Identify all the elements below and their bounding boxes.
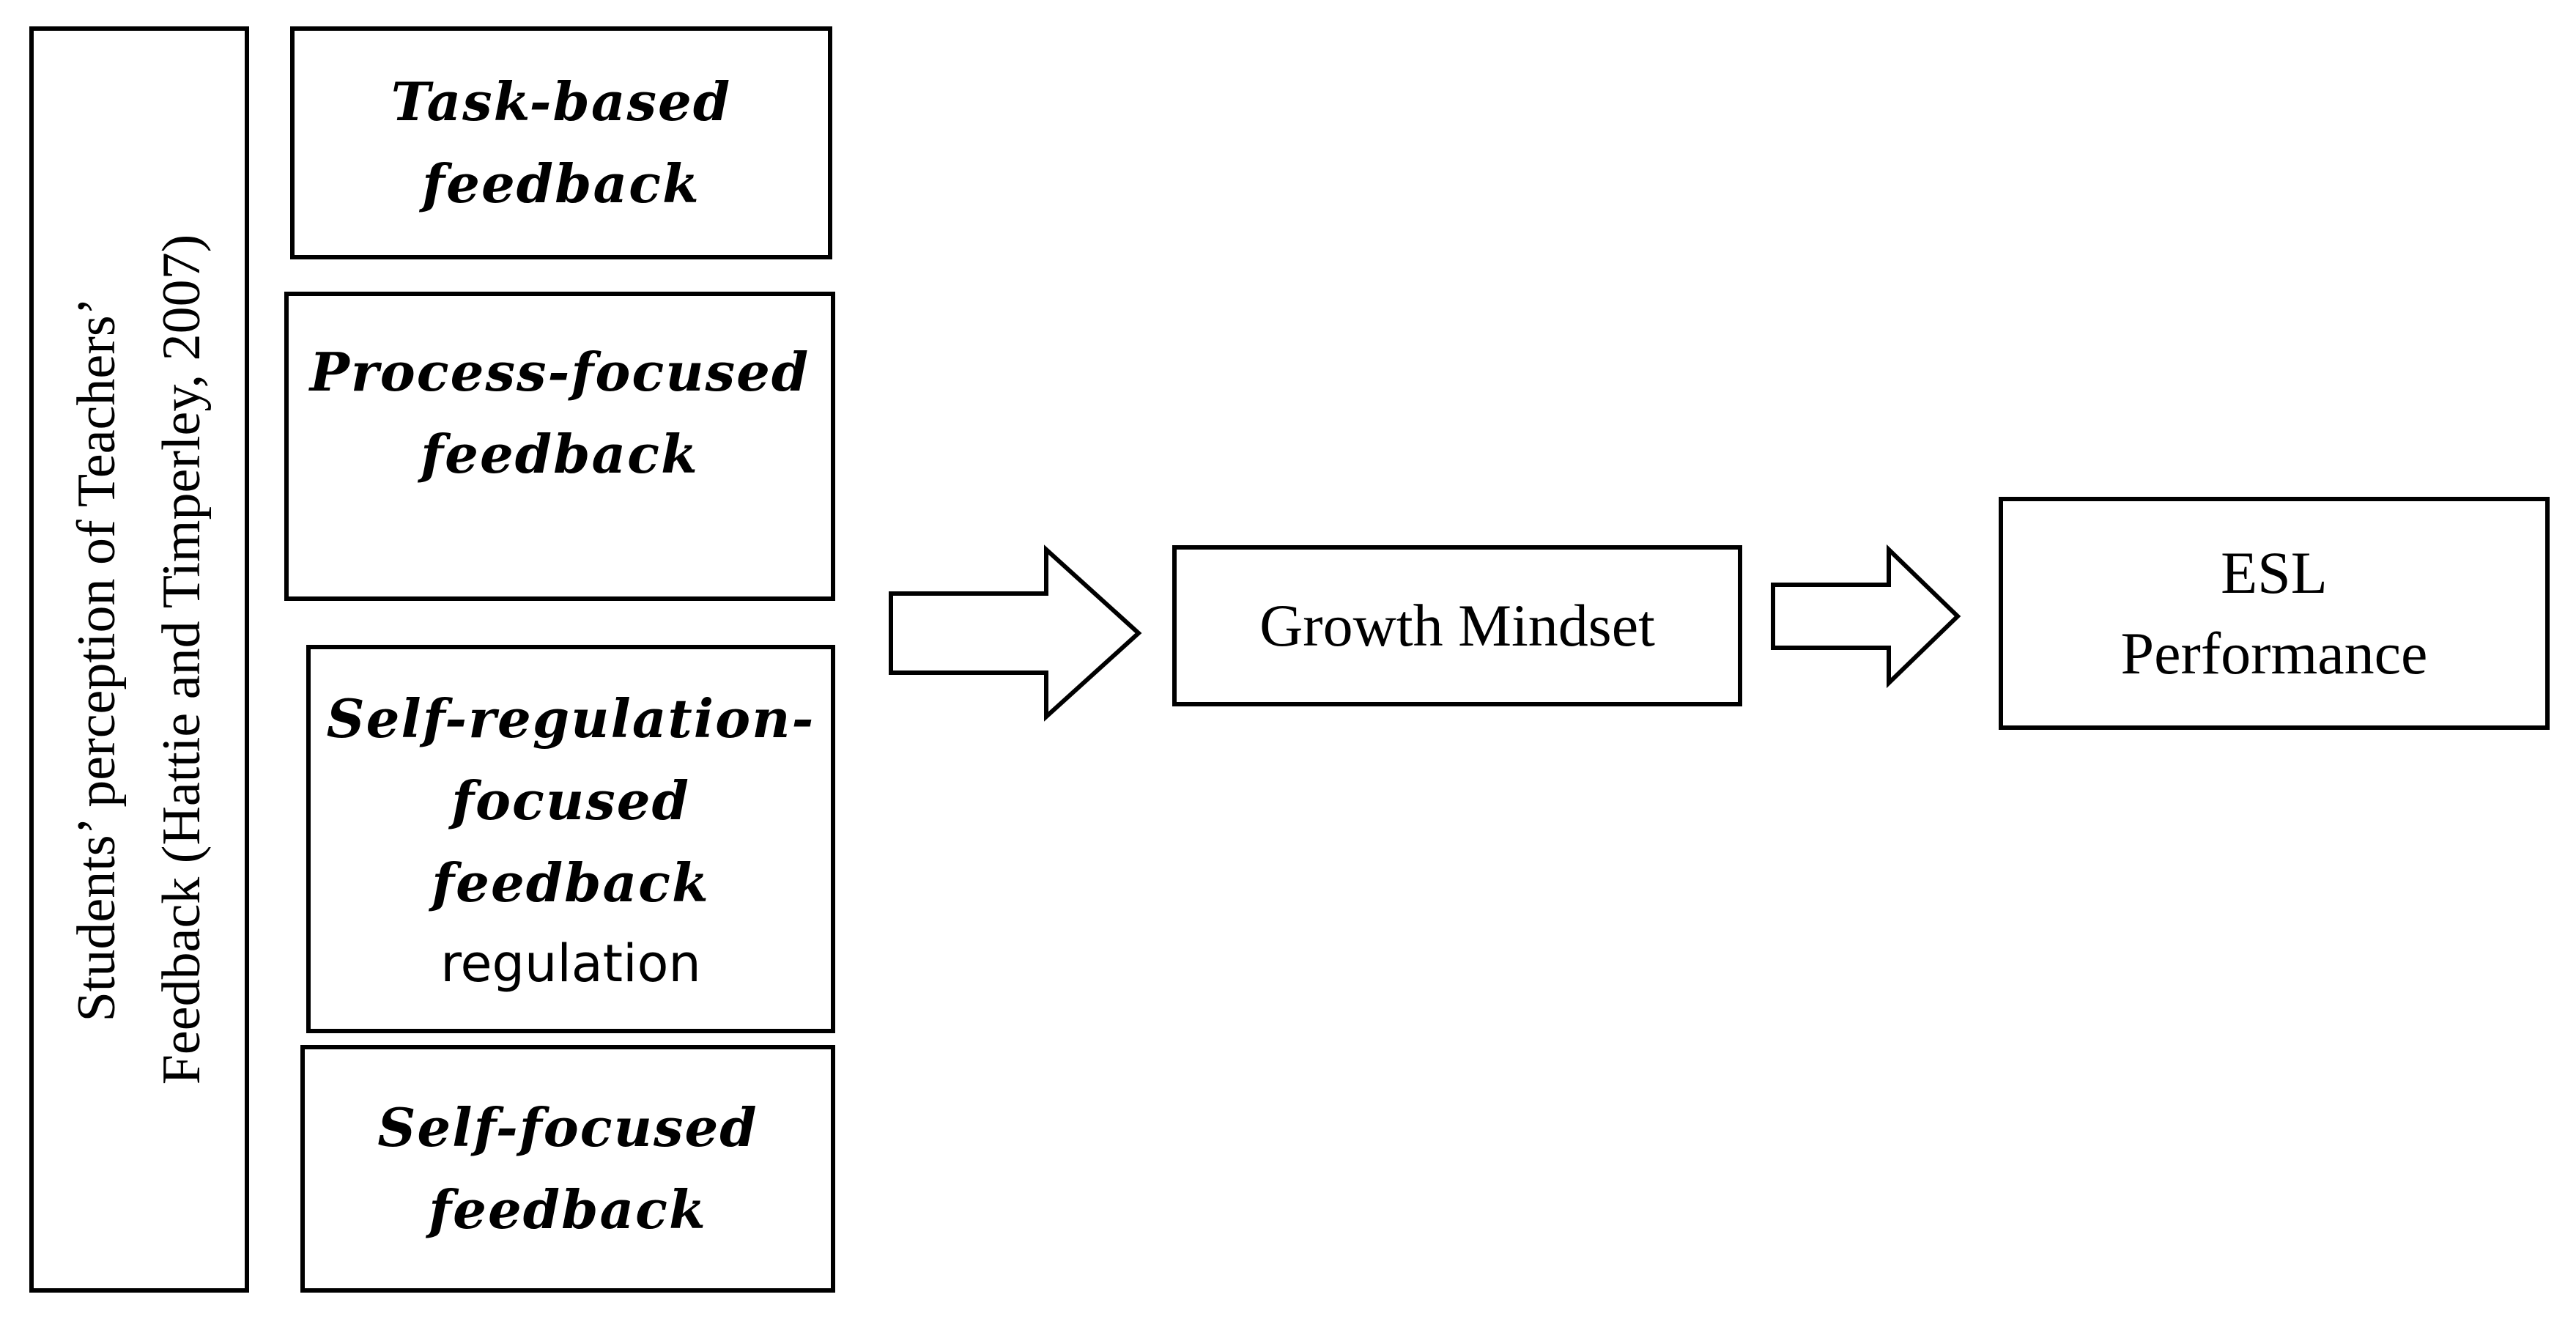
self-focused-feedback-line-2: feedback [429,1178,707,1241]
arrow-to-esl-performance-icon [1771,544,1961,689]
self-regulation-feedback-line-2: focused [451,769,690,832]
task-based-feedback-line-2: feedback [422,152,700,215]
esl-performance-line-1: ESL [2221,539,2328,606]
self-regulation-feedback-line-1: Self-regulation- [326,687,815,750]
process-focused-feedback-line-2: feedback [421,423,699,485]
feedback-construct-line-1: Students’ perception of Teachers’ [67,297,127,1022]
esl-performance-line-2: Performance [2120,620,2428,687]
self-focused-feedback-line-1: Self-focused [377,1096,758,1159]
self-regulation-feedback-note: regulation [440,934,701,994]
self-focused-feedback-box: Self-focused feedback [300,1045,835,1293]
self-regulation-feedback-line-3: feedback [432,851,710,914]
feedback-construct-label: Students’ perception of Teachers’ Feedba… [29,37,249,1282]
process-focused-feedback-line-1: Process-focused [309,341,810,403]
self-regulation-feedback-box: Self-regulation- focused feedback regula… [306,645,835,1033]
process-focused-feedback-box: Process-focused feedback [284,292,835,601]
esl-performance-box: ESL Performance [1999,497,2550,730]
growth-mindset-label: Growth Mindset [1259,592,1655,659]
arrow-to-growth-mindset-icon [889,544,1142,722]
task-based-feedback-box: Task-based feedback [290,26,832,259]
feedback-construct-line-2: Feedback (Hattie and Timperley, 2007) [152,234,212,1085]
growth-mindset-box: Growth Mindset [1172,545,1742,706]
feedback-construct-box [29,26,249,1293]
task-based-feedback-line-1: Task-based [391,70,732,133]
